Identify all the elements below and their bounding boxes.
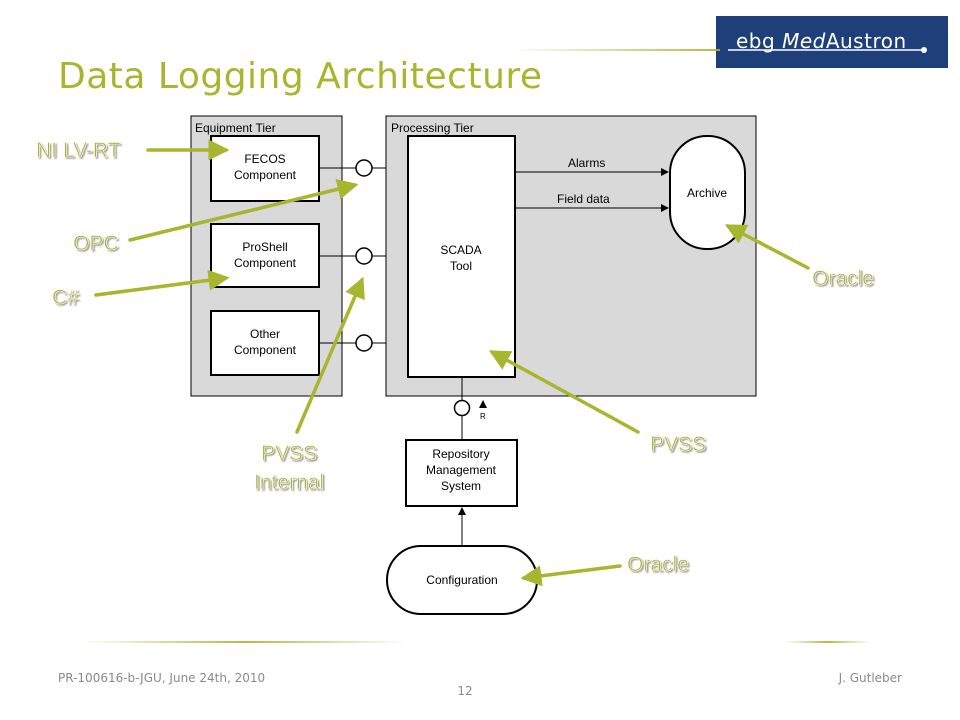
footer-line-left [80,641,410,643]
fecos-component: FECOS Component [210,135,320,202]
footer-reference: PR-100616-b-JGU, June 24th, 2010 [58,671,266,685]
oracle-archive-arrow [724,224,810,270]
scada-line1: SCADA [440,243,481,257]
equipment-tier-label: Equipment Tier [195,121,276,135]
annotation-arrows [94,139,810,587]
opc-arrow [128,178,359,242]
scada-line2: Tool [450,259,472,273]
ni-lvrt-label: NI LV-RT [36,139,121,162]
other-line2: Component [234,343,297,357]
fecos-line2: Component [234,168,297,182]
r-triangle-icon [479,400,487,408]
alarms-label: Alarms [568,156,605,170]
interface-circle-3 [355,334,373,352]
repo-line1: Repository [432,447,489,461]
pvss-label: PVSS [650,433,706,456]
header-line [510,49,720,51]
configuration: Configuration [386,545,538,615]
logo-dot [921,47,927,53]
processing-tier-label: Processing Tier [391,121,474,135]
medaustron-logo: ebg MedAustron [716,16,948,68]
scada-tool: SCADA Tool [407,135,516,378]
oracle-archive-label: Oracle [812,267,874,290]
pvss-internal-arrow [295,276,365,434]
interface-circle-2 [355,247,373,265]
configuration-label: Configuration [426,573,497,587]
archive-label: Archive [687,186,727,200]
field-data-label: Field data [557,192,610,206]
footer-author: J. Gutleber [838,671,902,685]
archive: Archive [669,135,746,250]
opc-label: OPC [73,232,119,255]
pvss-internal-label-1: PVSS [261,442,317,465]
page-number: 12 [457,684,473,698]
logo-suffix: Austron [825,29,907,53]
footer-line-right [785,641,870,643]
proshell-component: ProShell Component [210,223,320,288]
logo-accent: Med [782,29,826,53]
slide-title: Data Logging Architecture [58,56,543,97]
proshell-line1: ProShell [242,240,287,254]
logo-text: ebg MedAustron [736,29,907,53]
csharp-label: C# [52,286,79,309]
oracle-config-label: Oracle [627,553,689,576]
logo-prefix: ebg [736,29,783,53]
csharp-arrow [94,269,230,297]
oracle-config-arrow [520,564,622,587]
other-line1: Other [250,327,280,341]
repo-interface-circle [453,399,471,417]
repo-line3: System [441,479,481,493]
pvss-arrow [488,350,640,434]
interface-circle-1 [355,159,373,177]
r-label: R [480,412,486,421]
other-component: Other Component [210,310,320,376]
fecos-line1: FECOS [244,152,285,166]
repository-management-system: Repository Management System [405,439,518,507]
repo-line2: Management [426,463,497,477]
proshell-line2: Component [234,256,297,270]
pvss-internal-label-2: Internal [254,471,324,494]
